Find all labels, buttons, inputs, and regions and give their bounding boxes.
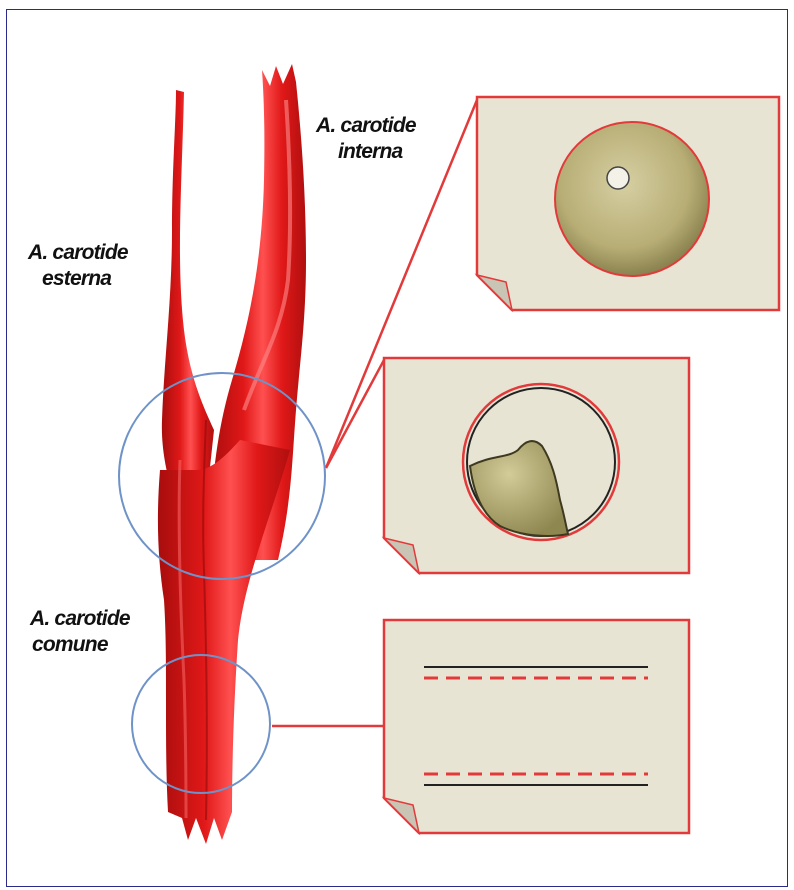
label-external-carotid: A. carotide esterna	[28, 240, 128, 292]
label-internal-line2: interna	[316, 139, 416, 165]
label-common-carotid: A. carotide comune	[30, 606, 130, 658]
label-external-line1: A. carotide	[28, 240, 128, 266]
label-internal-carotid: A. carotide interna	[316, 113, 416, 165]
panel-healthy-cross-section	[477, 97, 779, 310]
panel-longitudinal-view	[384, 620, 689, 833]
lumen-small	[607, 167, 629, 189]
panel-plaque-cross-section	[384, 358, 689, 573]
label-common-line1: A. carotide	[30, 606, 130, 632]
vessel-wall-healthy	[555, 122, 709, 276]
connector-line-middle	[326, 360, 384, 468]
label-common-line2: comune	[30, 632, 130, 658]
label-external-line2: esterna	[28, 266, 128, 292]
label-internal-line1: A. carotide	[316, 113, 416, 139]
